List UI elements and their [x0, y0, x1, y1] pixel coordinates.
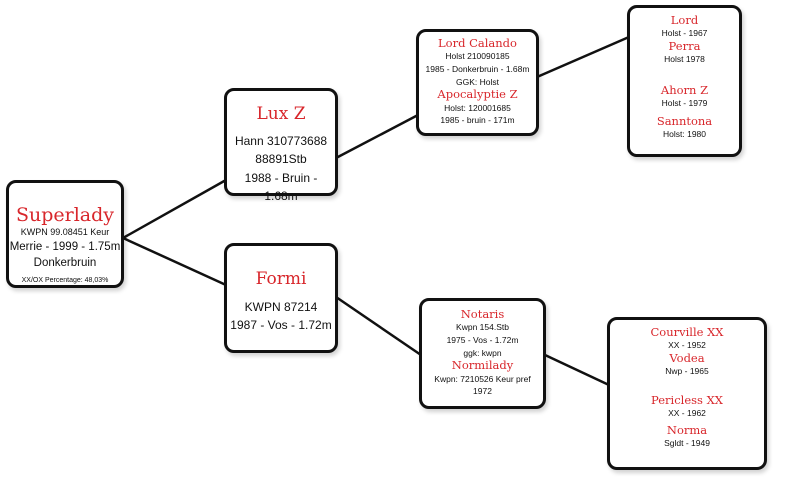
horse-box: Superlady KWPN 99.08451 Keur Merrie - 19…	[6, 180, 124, 288]
gg-bottom-4-info: Sgldt - 1949	[664, 438, 710, 449]
gg-top-1-info: Holst - 1967	[661, 28, 708, 39]
horse-reg: KWPN 99.08451 Keur	[20, 226, 110, 237]
sire-reg2: 88891Stb	[255, 152, 307, 167]
gg-top-1-name: Lord	[670, 13, 699, 27]
sire-reg: Hann 310773688	[234, 133, 328, 148]
sire-parents-box: Lord Calando Holst 210090185 1985 - Donk…	[416, 29, 539, 136]
gg-bottom-1-info: XX - 1952	[668, 340, 706, 351]
horse-name: Superlady	[15, 204, 115, 226]
sire-sire-name: Lord Calando	[438, 36, 517, 50]
dam-box: Formi KWPN 87214 1987 - Vos - 1.72m	[224, 243, 338, 353]
dam-reg: KWPN 87214	[244, 299, 318, 314]
sire-name: Lux Z	[256, 104, 306, 124]
dam-dam-reg: Kwpn: 7210526 Keur pref	[434, 373, 531, 384]
gg-top-3-name: Ahorn Z	[660, 82, 709, 97]
sire-sire-reg: Holst 210090185	[445, 51, 510, 62]
sire-sire-note: GGK: Holst	[456, 76, 499, 87]
gg-bottom-3-info: XX - 1962	[668, 408, 706, 419]
dam-dam-info: 1972	[473, 386, 492, 397]
connector-horse-sire	[122, 178, 227, 240]
dam-sire-note: ggk: kwpn	[463, 347, 502, 358]
gg-top-4-name: Sanntona	[656, 113, 713, 128]
gg-bottom-2-name: Vodea	[669, 350, 705, 365]
horse-color: Donkerbruin	[33, 257, 97, 270]
sire-sire-info: 1985 - Donkerbruin - 1.68m	[425, 63, 530, 74]
dam-sire-name: Notaris	[460, 307, 505, 321]
great-grandparents-top-box: Lord Holst - 1967 Perra Holst 1978 Ahorn…	[627, 5, 742, 157]
gg-bottom-3-name: Pericless XX	[651, 392, 723, 407]
dam-sire-reg: Kwpn 154.Stb	[456, 322, 509, 333]
dam-parents-box: Notaris Kwpn 154.Stb 1975 - Vos - 1.72m …	[419, 298, 546, 409]
horse-info: Merrie - 1999 - 1.75m	[9, 240, 121, 253]
sire-info: 1988 - Bruin - 1.68m	[244, 170, 318, 204]
sire-dam-info: 1985 - bruin - 171m	[440, 115, 515, 126]
sire-dam-reg: Holst: 120001685	[444, 102, 511, 113]
dam-name: Formi	[255, 269, 307, 289]
gg-bottom-2-info: Nwp - 1965	[665, 366, 709, 377]
sire-box: Lux Z Hann 310773688 88891Stb 1988 - Bru…	[224, 88, 338, 203]
connector-horse-dam	[122, 236, 227, 287]
dam-dam-name: Normilady	[451, 358, 514, 373]
gg-bottom-1-name: Courville XX	[650, 325, 724, 339]
gg-top-2-name: Perra	[668, 38, 701, 53]
connector-dam-granddam	[335, 295, 422, 357]
connector-top-greatgrand	[536, 35, 630, 79]
connector-bottom-greatgrand	[544, 353, 610, 387]
connector-sire-grandsire	[335, 113, 419, 160]
dam-sire-info: 1975 - Vos - 1.72m	[446, 334, 519, 345]
sire-dam-name: Apocalyptie Z	[437, 87, 518, 102]
horse-percentage: XX/OX Percentage: 48,03%	[21, 276, 109, 284]
gg-top-2-info: Holst 1978	[664, 54, 705, 65]
gg-top-3-info: Holst - 1979	[661, 98, 708, 109]
great-grandparents-bottom-box: Courville XX XX - 1952 Vodea Nwp - 1965 …	[607, 317, 767, 470]
gg-top-4-info: Holst: 1980	[663, 129, 706, 140]
gg-bottom-4-name: Norma	[666, 422, 708, 437]
dam-info: 1987 - Vos - 1.72m	[230, 318, 332, 333]
